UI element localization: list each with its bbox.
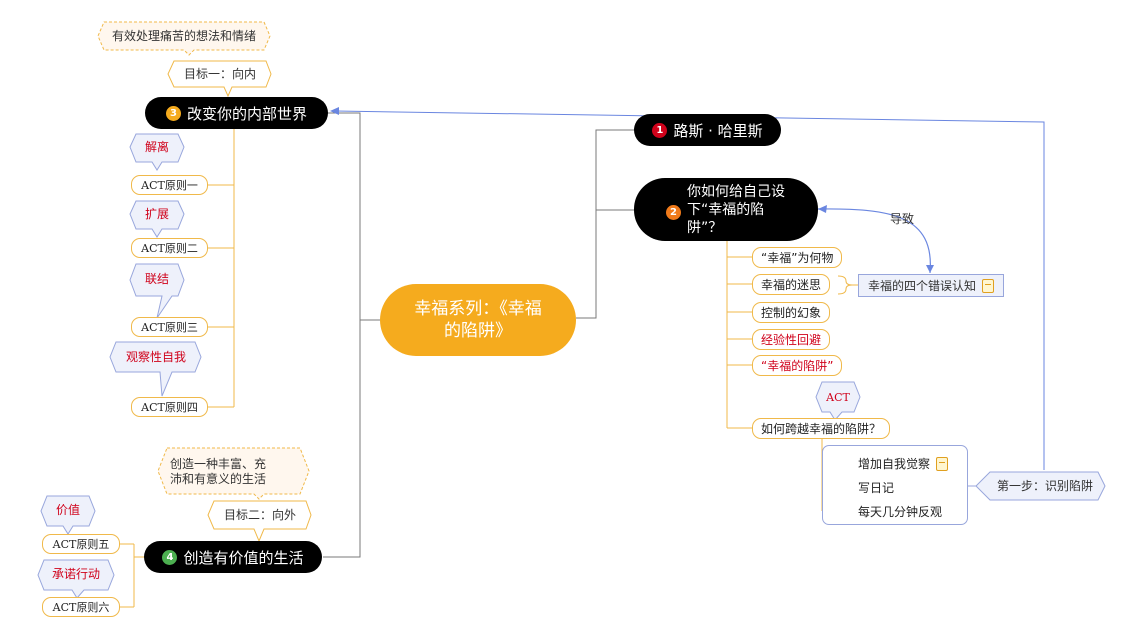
branch-2[interactable]: 2 你如何给自己设下“幸福的陷阱”？: [634, 178, 818, 241]
cross-item-journal[interactable]: 写日记: [858, 481, 895, 495]
branch-4-title: 创造有价值的生活: [183, 548, 304, 567]
link-central-b4: [323, 320, 361, 558]
subtopic-control[interactable]: 控制的幻象: [752, 302, 831, 323]
first-step-label[interactable]: 第一步：识别陷阱: [996, 479, 1093, 493]
act-principle-4[interactable]: ACT原则四: [131, 397, 208, 417]
relation-label: 导致: [890, 212, 915, 226]
callout-observing-self: 观察性自我: [125, 350, 186, 364]
branch-3[interactable]: 3 改变你的内部世界: [145, 97, 328, 129]
link-central-b1: [576, 129, 634, 319]
goal-callout-1: [167, 60, 272, 98]
number-badge: 4: [162, 549, 178, 565]
callout-shape-2: [129, 200, 185, 238]
callout-shape-3: [129, 263, 185, 319]
number-badge: 1: [652, 122, 668, 138]
subtopic-happiness-what[interactable]: “幸福”为何物: [752, 247, 843, 268]
callout-defusion: 解离: [144, 140, 169, 154]
cross-item-awareness[interactable]: 增加自我觉察: [858, 455, 949, 472]
branch-2-title: 你如何给自己设下“幸福的陷阱”？: [687, 183, 785, 236]
subtopic-cross-trap[interactable]: 如何跨越幸福的陷阱？: [752, 418, 891, 439]
cross-item-reflect[interactable]: 每天几分钟反观: [858, 505, 943, 519]
callout-shape-act: [815, 381, 861, 421]
central-topic[interactable]: 幸福系列：《幸福的陷阱》: [380, 284, 576, 356]
callout-shape-6: [37, 559, 115, 599]
note-icon: [936, 456, 949, 471]
summary-node[interactable]: 幸福的四个错误认知: [858, 274, 1004, 297]
branch-1[interactable]: 1 路斯 · 哈里斯: [634, 114, 781, 146]
link-central-b3: [325, 112, 380, 321]
act-principle-3[interactable]: ACT原则三: [131, 317, 208, 337]
act-principle-5[interactable]: ACT原则五: [42, 534, 120, 554]
relation-line-first-step: [335, 110, 1045, 470]
goal-2-note: 创造一种丰富、充沛和有意义的生活: [170, 457, 267, 486]
summary-label: 幸福的四个错误认知: [867, 279, 976, 293]
act-principle-2[interactable]: ACT原则二: [131, 238, 208, 258]
callout-shape-4: [109, 341, 202, 397]
callout-connection: 联结: [144, 272, 169, 286]
act-principle-1[interactable]: ACT原则一: [131, 175, 208, 195]
subtopic-myths[interactable]: 幸福的迷思: [752, 274, 831, 295]
goal-1-label[interactable]: 目标一：向内: [183, 67, 256, 81]
subtopic-avoidance[interactable]: 经验性回避: [752, 329, 831, 350]
relation-line: [817, 208, 931, 274]
subtopic-trap[interactable]: “幸福的陷阱”: [752, 355, 843, 376]
callout-committed-action: 承诺行动: [51, 567, 100, 581]
goal-2-label[interactable]: 目标二：向外: [223, 508, 296, 522]
callout-shape-1: [129, 133, 185, 171]
goal-1-note: 有效处理痛苦的想法和情绪: [111, 29, 256, 43]
summary-brace: [837, 275, 853, 295]
act-callout: ACT: [826, 391, 850, 404]
act-principle-6[interactable]: ACT原则六: [42, 597, 120, 617]
cross-item-label: 增加自我觉察: [858, 457, 931, 471]
number-badge: 3: [165, 105, 181, 121]
callout-shape-5: [40, 495, 96, 535]
number-badge: 2: [666, 205, 681, 220]
branch-3-title: 改变你的内部世界: [186, 104, 307, 123]
note-callout-goal1: [97, 21, 271, 56]
branch-4[interactable]: 4 创造有价值的生活: [144, 541, 322, 573]
note-icon: [982, 278, 994, 293]
note-callout-goal2: [157, 447, 310, 500]
callout-expansion: 扩展: [144, 207, 169, 221]
callout-values: 价值: [55, 503, 80, 517]
goal-callout-2: [207, 500, 312, 543]
branch-1-title: 路斯 · 哈里斯: [673, 121, 763, 140]
